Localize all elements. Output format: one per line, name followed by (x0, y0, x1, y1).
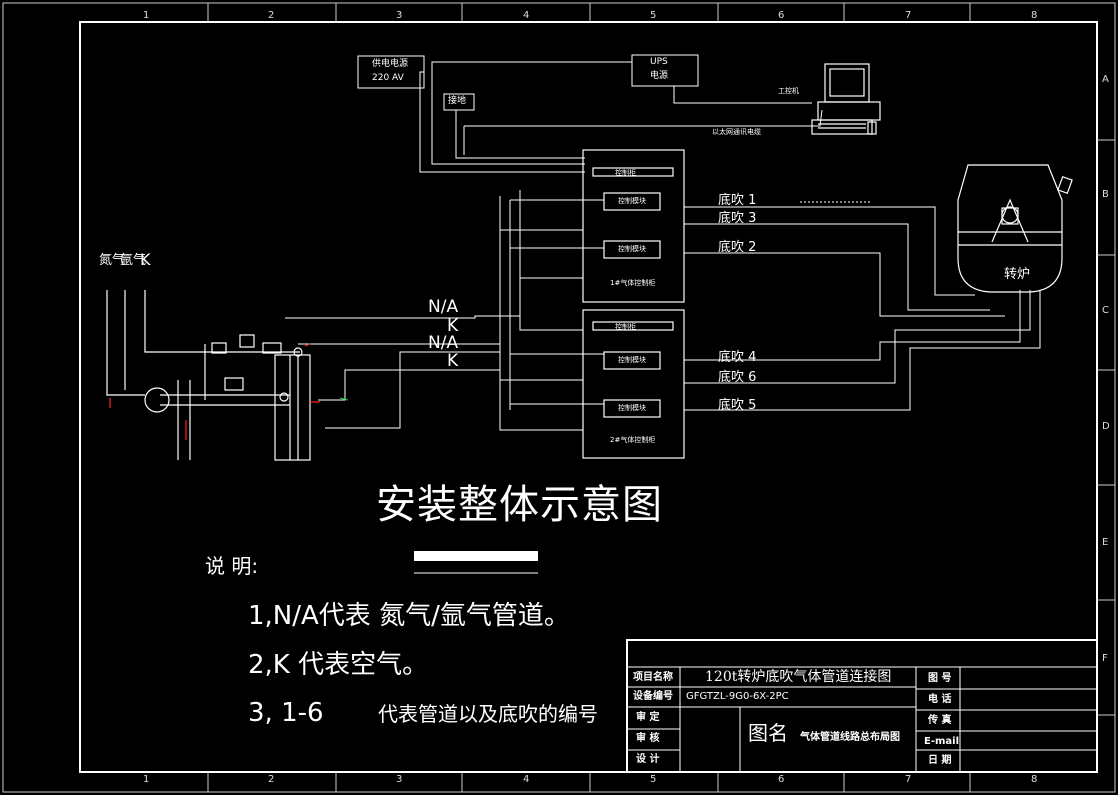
tb-email-label: E-mail (924, 736, 960, 747)
module-2 (603, 240, 661, 259)
pipe-na-1: N/A (428, 297, 459, 317)
grid-col-4: 4 (523, 10, 530, 21)
grid-col-4-bottom: 4 (523, 774, 530, 785)
inlet-air: K (140, 250, 151, 269)
tb-drawing-no-label: 图 号 (928, 673, 952, 684)
module-2-label: 控制模块 (618, 245, 646, 253)
outlet-4: 底吹 4 (718, 350, 757, 365)
ground-box (443, 93, 475, 111)
grid-row-e: E (1102, 537, 1109, 548)
grid-row-b: B (1102, 189, 1109, 200)
module-3-label: 控制模块 (618, 356, 646, 364)
note-3-text: 代表管道以及底吹的编号 (378, 702, 598, 726)
grid-row-c: C (1102, 305, 1109, 316)
grid-col-6: 6 (778, 10, 785, 21)
grid-col-3: 3 (396, 10, 403, 21)
power-label: 供电电源 (372, 59, 409, 69)
grid-col-7-bottom: 7 (905, 774, 912, 785)
outlet-6: 底吹 6 (718, 370, 757, 385)
tb-date-label: 日 期 (928, 755, 952, 766)
comm-cable-label: 以太网通讯电缆 (712, 128, 761, 136)
cabinet-2-footer: 2#气体控制柜 (610, 436, 656, 444)
grid-row-f: F (1102, 653, 1108, 664)
grid-col-1-bottom: 1 (143, 774, 150, 785)
grid-col-2: 2 (268, 10, 275, 21)
grid-ticks (207, 3, 1115, 792)
cabinet-2 (582, 309, 685, 459)
tb-fax-label: 传 真 (928, 715, 952, 726)
grid-col-8-bottom: 8 (1031, 774, 1038, 785)
computer-label: 工控机 (778, 87, 799, 95)
power-voltage: 220 AV (372, 73, 404, 83)
tb-drawing-name-value: 气体管道线路总布局图 (800, 732, 900, 743)
computer-icon (811, 63, 881, 135)
tb-review-label: 审 定 (636, 712, 660, 723)
module-3 (603, 351, 661, 370)
grid-col-2-bottom: 2 (268, 774, 275, 785)
tb-equip-value: GFGTZL-9G0-6X-2PC (686, 691, 789, 702)
grid-col-1: 1 (143, 10, 150, 21)
module-1-label: 控制模块 (618, 197, 646, 205)
inlet-argon: 氩气 (120, 253, 147, 268)
title-block-grid (626, 639, 1098, 773)
ground-label: 接地 (448, 96, 467, 106)
outlet-2: 底吹 2 (718, 240, 757, 255)
grid-col-8: 8 (1031, 10, 1038, 21)
grid-col-5-bottom: 5 (650, 774, 657, 785)
module-4 (603, 399, 661, 418)
grid-col-7: 7 (905, 10, 912, 21)
pipe-k-2: K (447, 351, 459, 371)
pipe-k-1: K (447, 316, 459, 336)
outlet-5: 底吹 5 (718, 398, 757, 413)
module-1 (603, 192, 661, 211)
converter-label: 转炉 (1004, 267, 1031, 282)
ups-label: UPS (650, 57, 668, 67)
outlet-1: 底吹 1 (718, 193, 757, 208)
valve-station (106, 290, 311, 461)
converter-vessel (957, 164, 1073, 293)
inner-border (79, 21, 1098, 773)
cabinet-1 (582, 149, 685, 303)
notes-heading: 说 明: (205, 554, 259, 578)
cabinet-2-header: 控制柜 (615, 323, 636, 331)
note-3-number: 3, 1-6 (248, 698, 324, 728)
note-2: 2,K 代表空气。 (248, 650, 429, 680)
ups-sub: 电源 (650, 71, 669, 81)
grid-row-d: D (1102, 421, 1110, 432)
grid-col-5: 5 (650, 10, 657, 21)
green-markers (339, 397, 349, 401)
note-1: 1,N/A代表 氮气/氩气管道。 (248, 601, 570, 631)
drawing-title: 安装整体示意图 (376, 482, 663, 528)
tb-project-value: 120t转炉底吹气体管道连接图 (705, 669, 892, 685)
ups-box (631, 54, 699, 87)
title-bar (414, 551, 538, 561)
tb-design-label: 设 计 (636, 754, 660, 765)
grid-col-3-bottom: 3 (396, 774, 403, 785)
tb-equip-label: 设备编号 (633, 691, 673, 702)
grid-row-a: A (1102, 74, 1109, 85)
module-4-label: 控制模块 (618, 404, 646, 412)
outlet-3: 底吹 3 (718, 211, 757, 226)
tb-check-label: 审 核 (636, 733, 660, 744)
red-markers (109, 343, 320, 440)
tb-project-label: 项目名称 (633, 672, 673, 683)
cabinet-1-header: 控制柜 (615, 169, 636, 177)
cabinet-1-footer: 1#气体控制柜 (610, 279, 656, 287)
tb-drawing-name-label: 图名 (748, 721, 788, 745)
tb-phone-label: 电 话 (928, 694, 952, 705)
inlet-nitrogen: 氮气 (99, 253, 126, 268)
pipe-na-2: N/A (428, 333, 459, 353)
grid-col-6-bottom: 6 (778, 774, 785, 785)
